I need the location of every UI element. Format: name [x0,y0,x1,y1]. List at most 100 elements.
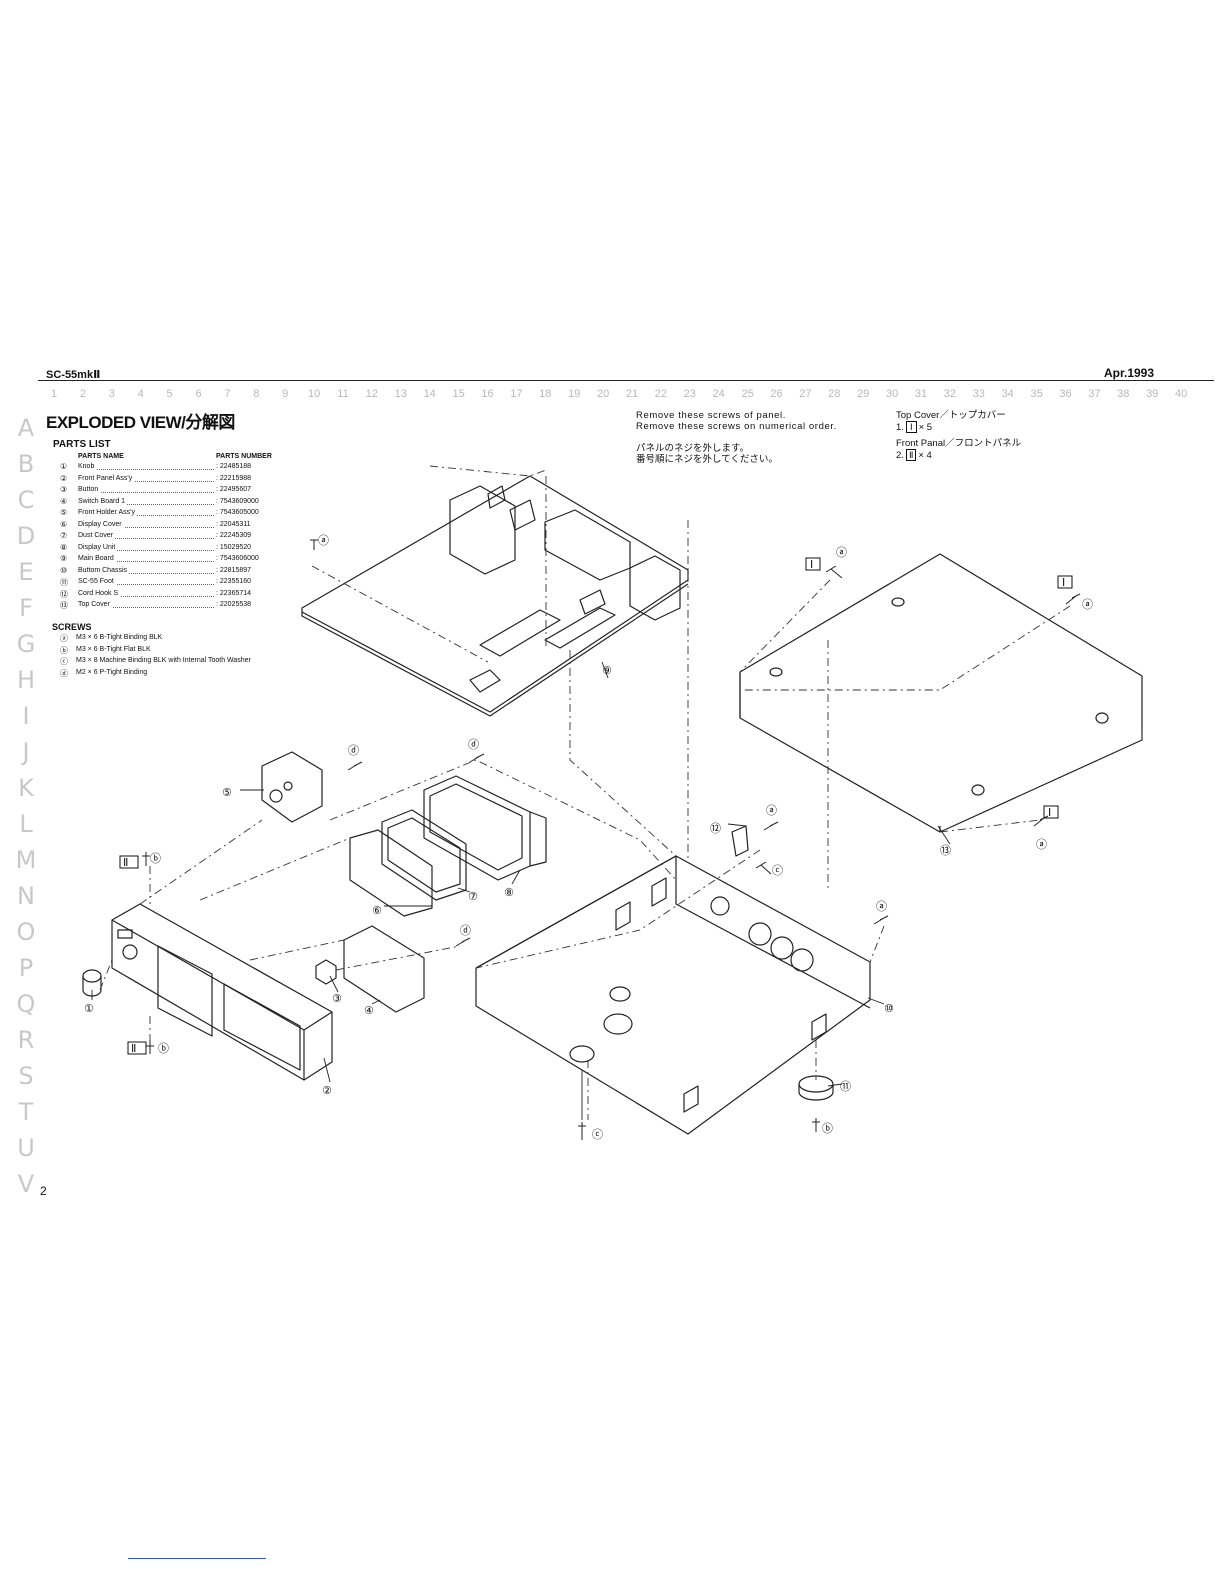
grid-column-label: 9 [282,388,289,400]
grid-column-label: 10 [307,388,321,400]
screw-description: M3 × 6 B-Tight Binding BLK [76,634,163,641]
part-name: Cord Hook S [78,589,121,597]
grid-row-label: R [17,1026,35,1054]
step-number: 1. [896,422,904,433]
screw-removal-instructions: Remove these screws of panel. Remove the… [636,410,837,432]
grid-row-label: L [19,810,33,838]
part-number: : 22485188 [215,463,252,470]
top-cover-step: 1.Ⅰ× 5 [896,421,1021,433]
screw-group-marker: Ⅰ [810,558,813,571]
leader-dots [78,578,228,585]
part-index: ① [60,462,68,471]
switch-board [315,925,425,1013]
part-name: Display Unit [78,543,118,551]
callout-8: ⑧ [504,886,514,899]
grid-column-label: 3 [108,388,115,400]
part-index: ⑩ [60,565,68,575]
part-index: ⑫ [60,589,68,599]
grid-row-label: F [19,594,33,622]
callout-screw-a: ⓐ [766,804,777,817]
grid-row-label: G [16,630,36,658]
parts-list-row: ⑪ SC-55 Foot : 22355160 [60,578,300,590]
grid-row-label: P [18,954,34,982]
grid-column-label: 24 [712,388,725,400]
grid-row-label: K [18,774,34,802]
grid-row-label: H [16,666,36,694]
parts-name-column-header: PARTS NAME [78,453,124,460]
grid-column-label: 15 [452,388,465,400]
grid-column-label: 1 [50,388,58,400]
page-number: 2 [40,1184,47,1198]
screw-index: ⓓ [60,668,68,678]
grid-column-label: 34 [1001,388,1014,400]
part-name: SC-55 Foot [78,578,116,585]
leader-dots [78,509,228,516]
grid-column-label: 22 [654,388,668,400]
grid-column-label: 14 [423,388,436,400]
grid-row-label: D [16,522,36,550]
screw-count: × 5 [918,422,933,433]
grid-column-label: 38 [1117,388,1130,400]
part-number: : 22215988 [215,474,252,482]
leader-dots [78,555,228,562]
part-number: : 22495607 [215,486,252,493]
screw-index: ⓐ [60,634,68,643]
grid-column-label: 19 [568,388,581,400]
grid-column-label: 16 [481,388,494,400]
grid-column-label: 27 [799,388,812,400]
grid-column-label: 30 [885,388,899,400]
part-name: Switch Board 1 [78,497,128,505]
callout-screw-b: ⓑ [158,1042,169,1055]
grid-column-label: 33 [972,388,985,400]
parts-list-heading: PARTS LIST [53,439,111,450]
callout-screw-a: ⓐ [1036,838,1047,851]
cord-hook [731,825,749,857]
grid-column-label: 21 [625,388,639,400]
part-name: Top Cover [78,601,112,608]
callout-screw-a: ⓐ [836,546,847,559]
screw-index: ⓑ [60,645,68,655]
leader-dots [78,567,228,574]
grid-column-label: 5 [166,388,173,400]
part-number: : 7543609000 [215,497,259,505]
grid-column-label: 39 [1146,388,1159,400]
callout-screw-a: ⓐ [318,534,329,547]
callout-12: ⑫ [710,822,721,835]
screw-group-marker: Ⅰ [1062,576,1065,589]
grid-column-label: 25 [741,388,754,400]
callout-screw-d: ⓓ [348,744,359,757]
grid-row-label: O [16,918,36,946]
screw-description: M3 × 8 Machine Binding BLK with Internal… [76,657,251,664]
front-panel-step: 2.Ⅱ× 4 [896,449,1021,461]
callout-screw-c: ⓒ [592,1128,603,1141]
instruction-line: Remove these screws on numerical order. [636,421,837,432]
parts-list-row: ⑧ Display Unit : 15029520 [60,542,300,556]
part-number: : 22355160 [215,578,252,585]
part-number: : 15029520 [215,543,252,551]
part-index: ⑪ [60,578,68,587]
part-index: ⑨ [60,554,68,563]
page-title: EXPLODED VIEW/分解図 [46,413,235,432]
front-holder [261,751,323,823]
grid-row-label: C [17,486,35,514]
part-number: : 7543605000 [215,509,259,516]
leader-dots [78,601,228,608]
part-index: ⑧ [60,542,68,552]
grid-column-label: 29 [857,388,870,400]
grid-column-label: 28 [828,388,841,400]
part-number: : 22025538 [215,601,252,608]
grid-column-label: 13 [394,388,407,400]
grid-column-label: 12 [365,388,379,400]
top-cover [739,553,1143,833]
grid-column-label: 8 [253,388,260,400]
grid-column-label: 17 [510,388,523,400]
grid-column-label: 40 [1174,388,1188,400]
screw-group-marker: Ⅱ [131,1042,136,1055]
